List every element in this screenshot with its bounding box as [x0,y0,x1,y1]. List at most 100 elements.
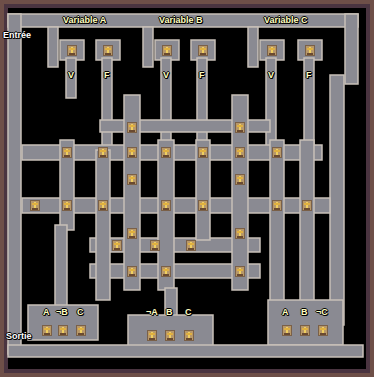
statue-icon [30,200,40,211]
statue-icon [62,147,72,158]
statue-icon [272,147,282,158]
corridor [96,150,110,300]
exit-label: Sortie [6,332,32,341]
statue-icon [62,200,72,211]
corridor [143,27,153,67]
false-marker: F [104,71,110,80]
corridor [102,58,112,148]
true-marker: V [68,71,74,80]
statue-icon [127,228,137,239]
statue-icon [127,266,137,277]
corridor [8,345,363,357]
statue-icon [161,266,171,277]
false-marker: F [199,71,205,80]
room [28,305,98,340]
corridor [304,58,314,148]
clause-literal: C [77,308,84,317]
corridor [8,14,358,27]
corridor [300,140,314,305]
floor-void [8,8,366,369]
corridor [158,140,174,290]
corridor [330,75,344,325]
statue-icon [98,200,108,211]
statue-icon [161,147,171,158]
statue-icon [198,147,208,158]
false-marker: F [306,71,312,80]
statue-icon [300,325,310,336]
statue-icon [198,45,208,56]
statue-icon [150,240,160,251]
statue-icon [198,200,208,211]
corridors [8,14,363,357]
statue-icon [186,240,196,251]
variable-heading: Variable A [63,16,106,25]
statue-icon [235,174,245,185]
room [298,40,322,60]
corridor [165,288,177,318]
clause-literal: A [43,308,50,317]
room [60,40,84,60]
true-marker: V [268,71,274,80]
statue-icon [76,325,86,336]
statue-icon [161,200,171,211]
room [260,40,284,60]
statues [30,45,328,341]
entrance-label: Entrée [3,31,31,40]
statue-icon [165,330,175,341]
statue-icon [282,325,292,336]
clause-literal: ¬B [56,308,68,317]
corridor [55,225,67,310]
corridor [345,14,358,84]
room [128,315,213,347]
inner-frame [4,4,370,373]
statue-icon [235,147,245,158]
statue-icon [103,45,113,56]
statue-icon [98,147,108,158]
clause-literal: ¬A [146,308,158,317]
statue-icon [67,45,77,56]
clause-literal: ¬C [316,308,328,317]
statue-icon [112,240,122,251]
clause-literal: C [185,308,192,317]
clause-literal: B [301,308,308,317]
statue-icon [162,45,172,56]
statue-icon [127,122,137,133]
corridor [8,14,21,354]
statue-icon [318,325,328,336]
statue-icon [235,228,245,239]
corridor [232,95,248,290]
room [96,40,120,60]
corridor [124,95,140,290]
corridor [196,140,210,240]
statue-icon [267,45,277,56]
true-marker: V [163,71,169,80]
statue-icon [184,330,194,341]
corridor [60,140,74,230]
statue-icon [272,200,282,211]
statue-icon [147,330,157,341]
statue-icon [235,122,245,133]
corridor [270,140,284,305]
statue-icon [235,266,245,277]
corridor [48,27,58,67]
statue-icon [305,45,315,56]
clause-literal: B [166,308,173,317]
statue-icon [302,200,312,211]
statue-icon [58,325,68,336]
room [191,40,215,60]
corridor [248,27,258,67]
corridor [66,58,76,98]
room [268,300,343,345]
statue-icon [42,325,52,336]
room [155,40,179,60]
corridor [161,58,171,148]
statue-icon [127,147,137,158]
variable-heading: Variable C [264,16,308,25]
clause-literal: A [282,308,289,317]
variable-heading: Variable B [159,16,203,25]
corridor [266,58,276,148]
statue-icon [127,174,137,185]
